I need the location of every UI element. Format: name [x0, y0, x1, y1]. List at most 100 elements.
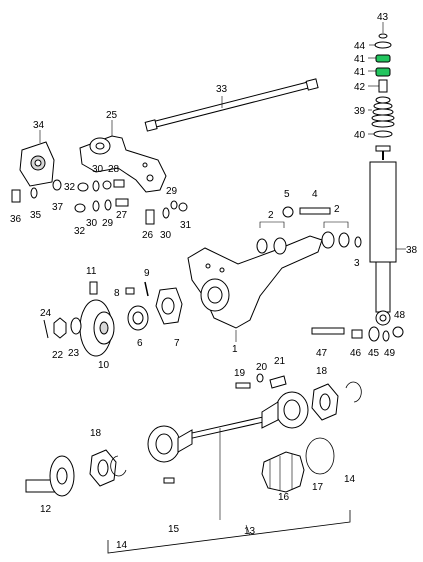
part-35-washer — [30, 187, 38, 199]
callout-18: 18 — [316, 366, 328, 377]
callout-32: 32 — [74, 226, 86, 237]
part-49-washer — [382, 330, 390, 342]
callout-38: 38 — [406, 245, 418, 256]
callout-33: 33 — [216, 84, 228, 95]
part-44-washer — [374, 41, 392, 49]
part-19-bolt — [235, 382, 251, 389]
callout-6: 6 — [137, 338, 143, 349]
part-40-washer — [373, 130, 393, 138]
callout-29: 29 — [166, 186, 178, 197]
part-23-washer — [70, 317, 82, 335]
part-18-gasket-left — [89, 449, 117, 487]
callout-42: 42 — [354, 82, 366, 93]
part-45-bushing — [368, 326, 380, 342]
callout-14: 14 — [116, 540, 128, 551]
part-3-washer — [354, 236, 362, 248]
callout-22: 22 — [52, 350, 64, 361]
callout-40: 40 — [354, 130, 366, 141]
part-24-cotter-pin — [43, 319, 49, 339]
part-34-spring-plate — [19, 141, 55, 187]
callout-2: 2 — [268, 210, 274, 221]
callout-11: 11 — [86, 266, 97, 277]
callout-30: 30 — [92, 164, 104, 175]
callout-36: 36 — [10, 214, 22, 225]
part-15-pin — [163, 477, 175, 484]
callout-2: 2 — [334, 204, 340, 215]
callout-10: 10 — [98, 360, 110, 371]
callout-30: 30 — [160, 230, 172, 241]
part-2-bushing-right — [321, 231, 350, 249]
part-9-pin — [144, 281, 149, 297]
part-10-wheel-hub — [79, 299, 115, 357]
part-26-bolt — [145, 209, 155, 225]
callout-37: 37 — [52, 202, 64, 213]
callout-14: 14 — [344, 474, 356, 485]
callout-7: 7 — [174, 338, 180, 349]
part-29-washer-right — [170, 200, 178, 210]
callout-49: 49 — [384, 348, 396, 359]
part-21-lock-plate — [269, 375, 287, 389]
part-27-bolt-lower — [115, 198, 129, 207]
part-18-gasket-right — [311, 383, 339, 421]
callout-12: 12 — [40, 504, 52, 515]
part-17-boot-clamp — [305, 437, 335, 475]
callout-27: 27 — [116, 210, 128, 221]
part-47-bolt — [311, 327, 345, 335]
part-12-flange-shaft — [25, 455, 75, 497]
part-48-nut — [392, 326, 404, 338]
callout-19: 19 — [234, 368, 246, 379]
part-27-bolt — [113, 179, 125, 188]
callout-17: 17 — [312, 482, 324, 493]
callout-47: 47 — [316, 348, 328, 359]
callout-28: 28 — [108, 164, 120, 175]
callout-43: 43 — [377, 12, 389, 23]
part-30-washer-right — [162, 207, 170, 219]
part-14-circlip-left — [110, 455, 127, 477]
callout-25: 25 — [106, 110, 118, 121]
callout-44: 44 — [354, 41, 366, 52]
callout-48: 48 — [394, 310, 406, 321]
part-7-dust-cover — [155, 287, 183, 325]
part-43-nut — [378, 33, 388, 39]
part-13-drive-shaft — [147, 391, 309, 463]
callout-8: 8 — [114, 288, 120, 299]
part-46-sleeve — [351, 329, 363, 339]
callout-31: 31 — [180, 220, 192, 231]
part-30-washer-lower — [92, 200, 100, 212]
part-41-rubber-bushing-upper — [375, 54, 391, 63]
part-16-rubber-boot — [261, 451, 305, 493]
part-38-shock-absorber — [369, 145, 397, 326]
part-29-washer — [104, 199, 112, 211]
part-8-bolt — [125, 287, 135, 295]
callout-32: 32 — [64, 182, 76, 193]
callout-15: 15 — [168, 524, 180, 535]
part-28-nut — [102, 180, 112, 190]
callout-35: 35 — [30, 210, 42, 221]
callout-4: 4 — [312, 189, 318, 200]
part-32-nut-lower — [74, 203, 86, 213]
callout-24: 24 — [40, 308, 52, 319]
callout-41: 41 — [354, 67, 366, 78]
part-20-washer — [256, 373, 264, 383]
callout-16: 16 — [278, 492, 290, 503]
callout-30: 30 — [86, 218, 98, 229]
part-32-nut — [77, 182, 89, 192]
part-1-trailing-arm — [187, 235, 323, 329]
part-11-stud — [89, 281, 98, 295]
part-36-bolt — [11, 189, 21, 203]
callout-45: 45 — [368, 348, 380, 359]
callout-20: 20 — [256, 362, 268, 373]
part-41-rubber-bushing-lower — [375, 67, 391, 77]
callout-5: 5 — [284, 189, 290, 200]
part-25-radius-arm — [79, 135, 167, 193]
callout-41: 41 — [354, 54, 366, 65]
part-5-nut — [282, 206, 294, 218]
callout-1: 1 — [232, 344, 238, 355]
callout-21: 21 — [274, 356, 286, 367]
callout-46: 46 — [350, 348, 362, 359]
callout-3: 3 — [354, 258, 360, 269]
callout-13: 13 — [244, 526, 256, 537]
callout-29: 29 — [102, 218, 114, 229]
part-31-nut — [178, 202, 188, 212]
